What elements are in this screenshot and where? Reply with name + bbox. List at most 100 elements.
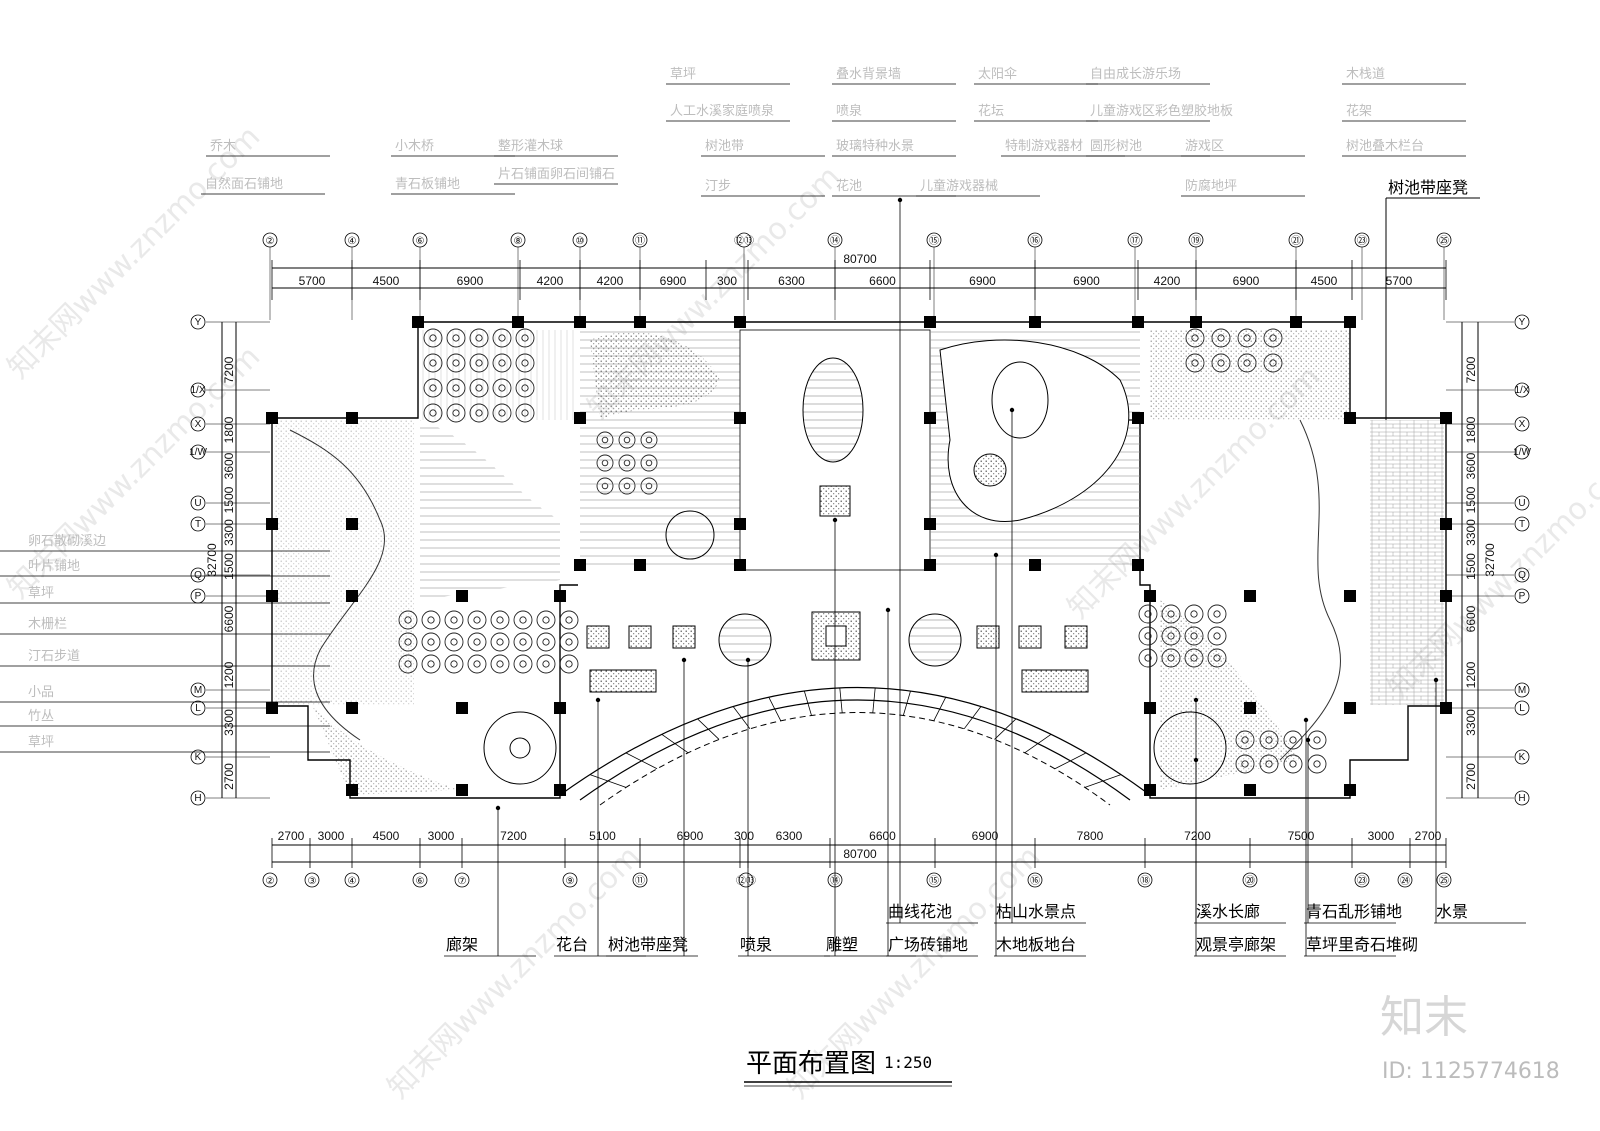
faint-callout-left: 卵石散砌溪边 [28,534,106,549]
callout-label: 广场砖铺地 [888,935,968,954]
total-width-bottom: 80700 [843,847,877,861]
dim-bottom: 2700 [278,829,305,843]
callout-label: 草坪里奇石堆砌 [1306,935,1418,954]
axis-top: ⑪ [635,235,645,247]
faint-callout: 自然面石铺地 [205,176,283,192]
dim-top: 5700 [1386,274,1413,288]
faint-callout-left: 竹丛 [28,709,54,724]
faint-callout-left: 草坪 [28,735,54,750]
left-dimensions: 32700 7200180036001500330015006600120033… [189,314,270,806]
site-outline [271,321,1447,799]
faint-callout: 防腐地坪 [1185,178,1237,194]
axis-row: T [195,519,201,530]
dim-left: 3300 [222,709,236,736]
dim-top: 6900 [969,274,996,288]
faint-top-callouts: 乔木自然面石铺地小木桥青石板铺地整形灌木球片石铺面卵石间铺石草坪人工水溪家庭喷泉… [201,66,1466,197]
dim-right: 1500 [1464,553,1478,580]
dim-bottom: 6600 [869,829,896,843]
callout-label: 溪水长廊 [1196,902,1260,921]
callout-label: 雕塑 [826,935,858,954]
axis-row: U [194,498,201,509]
dim-right: 1800 [1464,416,1478,443]
axis-bottom: ⑫⑬ [736,875,756,887]
faint-callout: 特制游戏器材 [1005,139,1083,154]
dim-bottom: 6900 [677,829,704,843]
axis-row: Q [194,570,202,581]
dim-bottom: 5100 [589,829,616,843]
dim-top: 4200 [597,274,624,288]
axis-bottom: ② [266,876,275,887]
faint-callout: 花池 [836,178,862,194]
callout-label: 观景亭廊架 [1196,935,1276,954]
axis-top: ㉓ [1357,235,1367,247]
dim-left: 1500 [222,553,236,580]
faint-callout: 整形灌木球 [498,139,563,154]
axis-bottom: ⑦ [458,876,467,887]
right-garden-zone [1150,330,1444,790]
callout-label: 树池带座凳 [608,935,688,954]
axis-bottom: ⑪ [635,875,645,887]
dim-top: 6600 [869,274,896,288]
faint-callout: 树池叠木栏台 [1346,139,1424,154]
axis-bottom: ㉕ [1439,875,1449,887]
dim-right: 3300 [1464,519,1478,546]
play-zone [930,330,1140,565]
axis-bottom: ⑱ [1140,875,1150,887]
total-width-top: 80700 [843,252,877,266]
axis-bottom: ㉓ [1357,875,1367,887]
dim-bottom: 7200 [1184,829,1211,843]
axis-row: 1/X [190,385,205,396]
dim-top: 4500 [1311,274,1338,288]
faint-callout: 太阳伞 [978,66,1017,82]
dim-top: 6900 [457,274,484,288]
drawing-scale: 1:250 [884,1053,932,1072]
callout-label: 喷泉 [740,935,772,954]
dim-right: 2700 [1464,763,1478,790]
faint-callout: 小木桥 [395,139,434,154]
axis-row: X [1519,419,1526,430]
axis-row: K [1519,752,1526,763]
dim-right: 3300 [1464,709,1478,736]
dim-left: 1200 [222,661,236,688]
axis-row: H [194,793,201,804]
central-plaza [559,329,1151,806]
bottom-callout-labels: 廊架花台树池带座凳喷泉雕塑曲线花池广场砖铺地枯山水景点木地板地台溪水长廊观景亭廊… [446,902,1468,954]
drawing-title: 平面布置图 [746,1049,876,1079]
dim-top: 4500 [373,274,400,288]
dim-top: 6900 [1073,274,1100,288]
dim-right: 6600 [1464,605,1478,632]
faint-callout: 树池带 [705,139,744,154]
axis-bottom: ③ [308,876,317,887]
structural-columns [266,316,1452,796]
axis-row: L [195,703,201,714]
faint-callout: 草坪 [670,67,696,82]
faint-callout-left: 小品 [28,685,54,700]
faint-callout: 游戏区 [1185,139,1224,154]
axis-row: M [194,685,202,696]
watermark-layer: 知末网www.znzmo.com 知末网www.znzmo.com 知末网www… [1,119,1600,1105]
dim-top: 5700 [299,274,326,288]
dim-right: 3600 [1464,452,1478,479]
faint-callout: 自由成长游乐场 [1090,67,1181,82]
axis-top: ⑫⑬ [734,235,754,247]
axis-row: K [195,752,202,763]
axis-top: ⑮ [929,235,939,247]
axis-top: ⑲ [1191,235,1201,247]
axis-row: Y [195,317,202,328]
axis-row: Y [1519,317,1526,328]
dim-left: 1500 [222,486,236,513]
label-leaders [444,197,1526,957]
dim-bottom: 7200 [500,829,527,843]
axis-row: 1/X [1514,385,1529,396]
dim-left: 2700 [222,763,236,790]
faint-callout: 片石铺面卵石间铺石 [498,167,615,182]
axis-top: ⑯ [1030,235,1040,247]
axis-row: U [1518,498,1525,509]
dim-left: 3300 [222,519,236,546]
axis-top: ⑧ [514,236,523,247]
axis-top: ㉑ [1291,235,1301,247]
dim-top: 6300 [778,274,805,288]
axis-bottom: ㉔ [1400,875,1410,887]
axis-row: P [195,591,202,602]
